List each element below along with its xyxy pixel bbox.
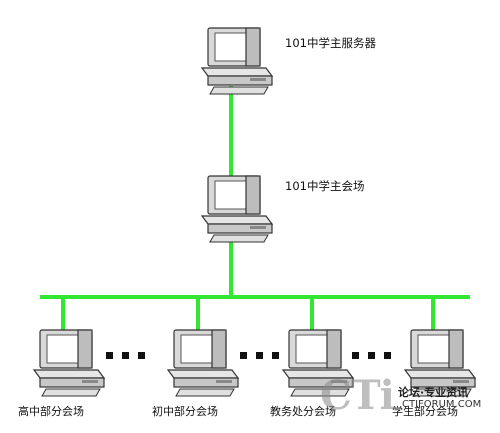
network-links: [40, 86, 470, 330]
branch-label-academic-office: 教务处分会场: [270, 405, 336, 418]
desktop-computer-icon: [167, 329, 239, 397]
desktop-computer-icon: [201, 27, 273, 95]
watermark-url: CTIFORUM.COM: [402, 399, 482, 410]
server-label: 101中学主服务器: [285, 36, 376, 50]
desktop-computer-icon: [33, 329, 105, 397]
branch-label-student-dept: 学生部分会场: [392, 405, 458, 418]
branch-label-high-school: 高中部分会场: [18, 405, 84, 418]
branch-label-junior-school: 初中部分会场: [152, 405, 218, 418]
watermark-logo: CTi: [320, 372, 395, 419]
watermark-tagline: 论坛·专业资讯: [398, 386, 469, 399]
main-venue-label: 101中学主会场: [285, 179, 365, 193]
desktop-computer-icon: [201, 175, 273, 243]
ellipsis-dots: [106, 352, 391, 359]
